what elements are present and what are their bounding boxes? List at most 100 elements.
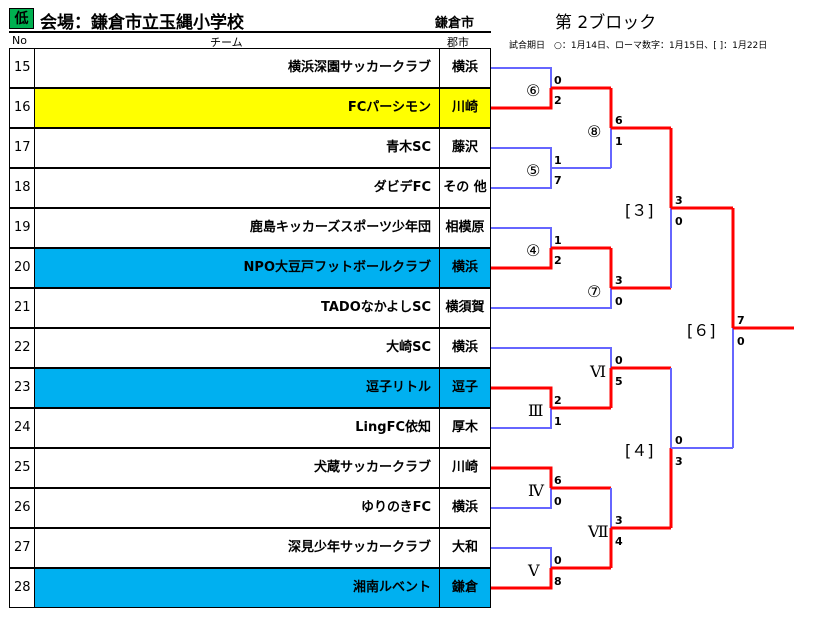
match-label: Ⅵ (589, 362, 606, 381)
bracket-line (491, 147, 552, 168)
column-header-city: 郡市 (447, 36, 469, 49)
team-name: 湘南ルベント (34, 568, 440, 608)
bracket-line (491, 227, 552, 248)
bracket-line (491, 67, 552, 88)
score: 0 (675, 215, 683, 228)
title-underline (9, 31, 491, 33)
team-city: 川崎 (439, 448, 491, 488)
match-5: ⑤ 1 7 (491, 147, 611, 189)
match-label: ⑤ (526, 161, 540, 180)
score: 3 (675, 194, 683, 207)
team-city: 逗子 (439, 368, 491, 408)
match-III: Ⅲ 2 1 (491, 386, 611, 429)
match-date-notes: 試合期日 ○：1月14日、ローマ数字：1月15日、[ ]：1月22日 (509, 41, 768, 51)
team-city: 横浜 (439, 48, 491, 88)
team-city: 藤沢 (439, 128, 491, 168)
score: 0 (737, 335, 745, 348)
match-label: ⑥ (526, 81, 540, 100)
team-name: FCパーシモン (34, 88, 440, 128)
score: 1 (554, 234, 562, 247)
region-label: 鎌倉市 (435, 16, 475, 31)
score: 4 (615, 535, 623, 548)
score: 3 (615, 274, 623, 287)
team-city: 大和 (439, 528, 491, 568)
match-IV: Ⅳ 6 0 (491, 466, 611, 509)
low-grade-badge: 低 (9, 8, 34, 29)
bracket-line (491, 408, 552, 429)
score: 0 (615, 295, 623, 308)
bracket-line (491, 547, 552, 568)
bracket-line (491, 168, 552, 189)
score: 0 (675, 434, 683, 447)
score: 0 (615, 354, 623, 367)
team-city: 鎌倉 (439, 568, 491, 608)
match-VII: Ⅶ 3 4 (587, 488, 671, 568)
match-V: Ⅴ 0 8 (491, 547, 611, 590)
team-city: 横須賀 (439, 288, 491, 328)
match-6: ⑥ 0 2 (491, 67, 611, 110)
match-label: [３] (625, 201, 654, 220)
bracket-line (491, 568, 553, 590)
match-label: ⑦ (587, 282, 601, 301)
score: 3 (675, 455, 683, 468)
score: 0 (554, 495, 562, 508)
match-label: Ⅶ (587, 522, 609, 541)
block-title: 第 2ブロック (555, 13, 657, 33)
match-7: ⑦ 3 0 (491, 248, 671, 309)
score: 6 (554, 474, 562, 487)
team-city: 横浜 (439, 328, 491, 368)
match-r3: [３] 3 0 (625, 128, 733, 288)
team-name: NPO大豆戸フットボールクラブ (34, 248, 440, 288)
team-city: 厚木 (439, 408, 491, 448)
score: 0 (554, 554, 562, 567)
bracket-line (491, 88, 553, 110)
match-label: [６] (687, 321, 716, 340)
match-VI: Ⅵ 0 5 (491, 347, 671, 408)
match-label: Ⅳ (528, 481, 545, 500)
score: 7 (737, 314, 745, 327)
bracket-line (491, 248, 553, 270)
bracket-line (491, 488, 552, 509)
team-city: 横浜 (439, 488, 491, 528)
score: 3 (615, 514, 623, 527)
match-8: ⑧ 6 1 (587, 88, 671, 168)
team-city: 相模原 (439, 208, 491, 248)
venue-title: 会場：鎌倉市立玉縄小学校 (40, 13, 244, 33)
score: 7 (554, 174, 562, 187)
match-r4: [４] 0 3 (625, 368, 733, 528)
score: 0 (554, 74, 562, 87)
team-city: その 他 (439, 168, 491, 208)
column-header-no: No (12, 34, 27, 47)
bracket-line (491, 386, 553, 408)
team-city: 横浜 (439, 248, 491, 288)
score: 2 (554, 94, 562, 107)
match-4: ④ 1 2 (491, 227, 611, 270)
match-r6: [６] 7 0 (687, 208, 794, 448)
bracket-line (491, 347, 612, 368)
score: 2 (554, 254, 562, 267)
bracket-line (491, 288, 612, 309)
column-header-team: チーム (210, 36, 243, 49)
team-city: 川崎 (439, 88, 491, 128)
score: 8 (554, 575, 562, 588)
match-label: Ⅴ (527, 561, 540, 580)
bracket-line (491, 466, 553, 488)
score: 1 (615, 135, 623, 148)
match-label: ④ (526, 241, 540, 260)
score: 6 (615, 114, 623, 127)
